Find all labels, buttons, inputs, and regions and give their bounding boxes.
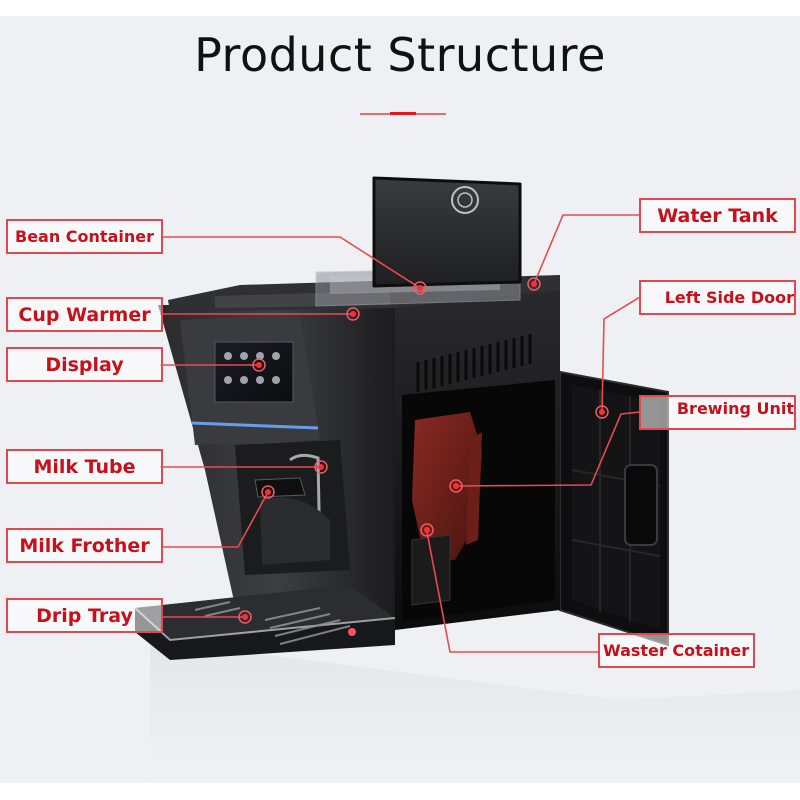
brewing-unit-part (412, 412, 482, 560)
label-text: Left Side Door (664, 288, 794, 307)
floor-reflection (150, 640, 800, 783)
callout-lines (160, 214, 641, 653)
label-brewing-unit: Brewing Unit (639, 395, 796, 430)
title-underline-accent (390, 112, 416, 115)
marker-milk-tube (314, 460, 328, 474)
label-text: Milk Tube (33, 455, 136, 478)
label-text: Waster Cotainer (603, 641, 750, 660)
label-text: Milk Frother (19, 534, 150, 557)
label-drip-tray: Drip Tray (6, 598, 163, 633)
label-text: Cup Warmer (18, 303, 151, 326)
touch-screen (214, 341, 294, 403)
callout-markers (238, 277, 609, 624)
label-milk-tube: Milk Tube (6, 449, 163, 484)
marker-waster-cotainer (420, 523, 434, 537)
marker-bean-container (413, 281, 427, 295)
label-display: Display (6, 347, 163, 382)
vents (416, 334, 532, 392)
label-text: Bean Container (15, 227, 154, 246)
marker-left-side-door (595, 405, 609, 419)
label-text: Display (45, 353, 124, 376)
label-milk-frother: Milk Frother (6, 528, 163, 563)
drip-tray-part (134, 585, 396, 660)
label-water-tank: Water Tank (639, 198, 796, 233)
page-title: Product Structure (194, 28, 606, 82)
lid (372, 176, 522, 288)
label-text: Brewing Unit (676, 399, 794, 418)
label-text: Water Tank (657, 204, 778, 227)
side-door (559, 370, 669, 647)
marker-milk-frother (261, 485, 275, 499)
milk-tube-part (289, 453, 322, 561)
led-strip (191, 421, 319, 430)
label-waster-cotainer: Waster Cotainer (598, 633, 755, 668)
marker-cup-warmer (346, 307, 360, 321)
label-left-side-door: Left Side Door (639, 280, 796, 315)
marker-display (252, 358, 266, 372)
marker-brewing-unit (449, 479, 463, 493)
label-text: Drip Tray (36, 604, 133, 627)
label-cup-warmer: Cup Warmer (6, 297, 163, 332)
marker-drip-tray (238, 610, 252, 624)
marker-water-tank (527, 277, 541, 291)
label-bean-container: Bean Container (6, 219, 163, 254)
